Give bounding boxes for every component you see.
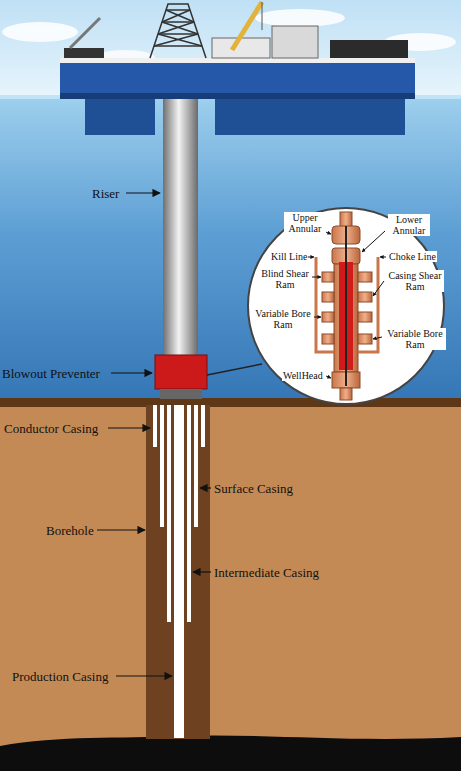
part-label: Lower Annular bbox=[388, 214, 430, 236]
drawing-part bbox=[97, 193, 211, 676]
drawing-part bbox=[362, 231, 385, 252]
part-label: Intermediate Casing bbox=[214, 565, 319, 580]
drawing-part bbox=[313, 317, 321, 318]
drawing-part bbox=[207, 364, 262, 375]
drawing-part bbox=[380, 257, 386, 258]
drawing-part bbox=[150, 4, 206, 58]
drawing-part bbox=[316, 257, 334, 352]
drawing-part bbox=[174, 405, 184, 738]
drawing-part bbox=[163, 98, 198, 356]
drawing-part bbox=[126, 192, 160, 193]
drawing-part bbox=[340, 388, 352, 400]
drawing-part bbox=[150, 4, 206, 58]
part-label: Production Casing bbox=[12, 669, 108, 684]
part-label: Upper Annular bbox=[284, 212, 326, 234]
drawing-part bbox=[307, 231, 386, 378]
drawing-part bbox=[330, 40, 408, 58]
drawing-part bbox=[64, 48, 104, 58]
drawing-part bbox=[2, 22, 78, 42]
part-label: Kill Line bbox=[270, 251, 308, 262]
drawing-part bbox=[316, 257, 378, 352]
drawing-part bbox=[167, 405, 171, 622]
drawing-part bbox=[322, 334, 334, 344]
drawing-part bbox=[155, 355, 207, 389]
drawing-part bbox=[0, 398, 461, 407]
drawing-part bbox=[272, 26, 318, 58]
drawing-part bbox=[215, 97, 405, 135]
part-label: Borehole bbox=[46, 523, 94, 538]
drawing-part bbox=[373, 337, 382, 339]
drawing-part bbox=[70, 18, 100, 48]
drawing-part bbox=[212, 38, 270, 58]
drawing-part bbox=[248, 208, 444, 404]
part-label: Surface Casing bbox=[214, 481, 293, 496]
drawing-part bbox=[262, 2, 263, 30]
part-label: Blind Shear Ram bbox=[258, 268, 312, 290]
drawing-part bbox=[358, 312, 372, 322]
drawing-part bbox=[0, 735, 461, 771]
drawing-part bbox=[326, 376, 331, 378]
part-label: Blowout Preventer bbox=[2, 366, 100, 381]
drawing-part bbox=[358, 257, 378, 352]
part-label: Riser bbox=[92, 186, 119, 201]
drawing-part bbox=[358, 334, 372, 344]
drawing-part bbox=[60, 62, 415, 98]
drawing-part bbox=[146, 405, 210, 739]
drawing-part bbox=[108, 427, 150, 428]
drawing-part bbox=[160, 389, 202, 399]
drawing-part bbox=[116, 675, 172, 676]
drawing-part bbox=[358, 292, 372, 302]
drawing-part bbox=[311, 277, 321, 278]
drawing-part bbox=[200, 487, 211, 488]
drawing-part bbox=[60, 58, 415, 63]
part-label: Variable Bore Ram bbox=[384, 328, 446, 350]
drawing-part bbox=[187, 405, 191, 622]
part-label: Casing Shear Ram bbox=[386, 270, 444, 292]
drawing-part bbox=[373, 281, 384, 296]
part-label: Variable Bore Ram bbox=[252, 308, 314, 330]
part-label: Choke Line bbox=[388, 251, 437, 262]
drawing-part bbox=[322, 312, 334, 322]
drawing-part bbox=[85, 97, 155, 135]
part-label: WellHead bbox=[282, 370, 324, 381]
drawing-part bbox=[154, 10, 202, 46]
drawing-part bbox=[194, 405, 198, 527]
drawing-part bbox=[201, 405, 205, 447]
drawing-part bbox=[111, 372, 152, 373]
drawing-part bbox=[232, 2, 262, 50]
drawing-part bbox=[193, 571, 211, 572]
drawing-part bbox=[60, 93, 415, 99]
drawing-part bbox=[322, 272, 334, 282]
part-label: Conductor Casing bbox=[4, 421, 98, 436]
drawing-part bbox=[255, 9, 345, 27]
drawing-part bbox=[160, 405, 164, 527]
drawing-part bbox=[322, 212, 372, 400]
drawing-part bbox=[322, 292, 334, 302]
drawing-part bbox=[97, 529, 145, 530]
drawing-part bbox=[153, 405, 157, 447]
drawing-part bbox=[345, 226, 347, 386]
drawing-part bbox=[358, 272, 372, 282]
drawing-part bbox=[0, 407, 461, 771]
drawing-part bbox=[0, 0, 461, 100]
drawing-part bbox=[154, 10, 202, 46]
